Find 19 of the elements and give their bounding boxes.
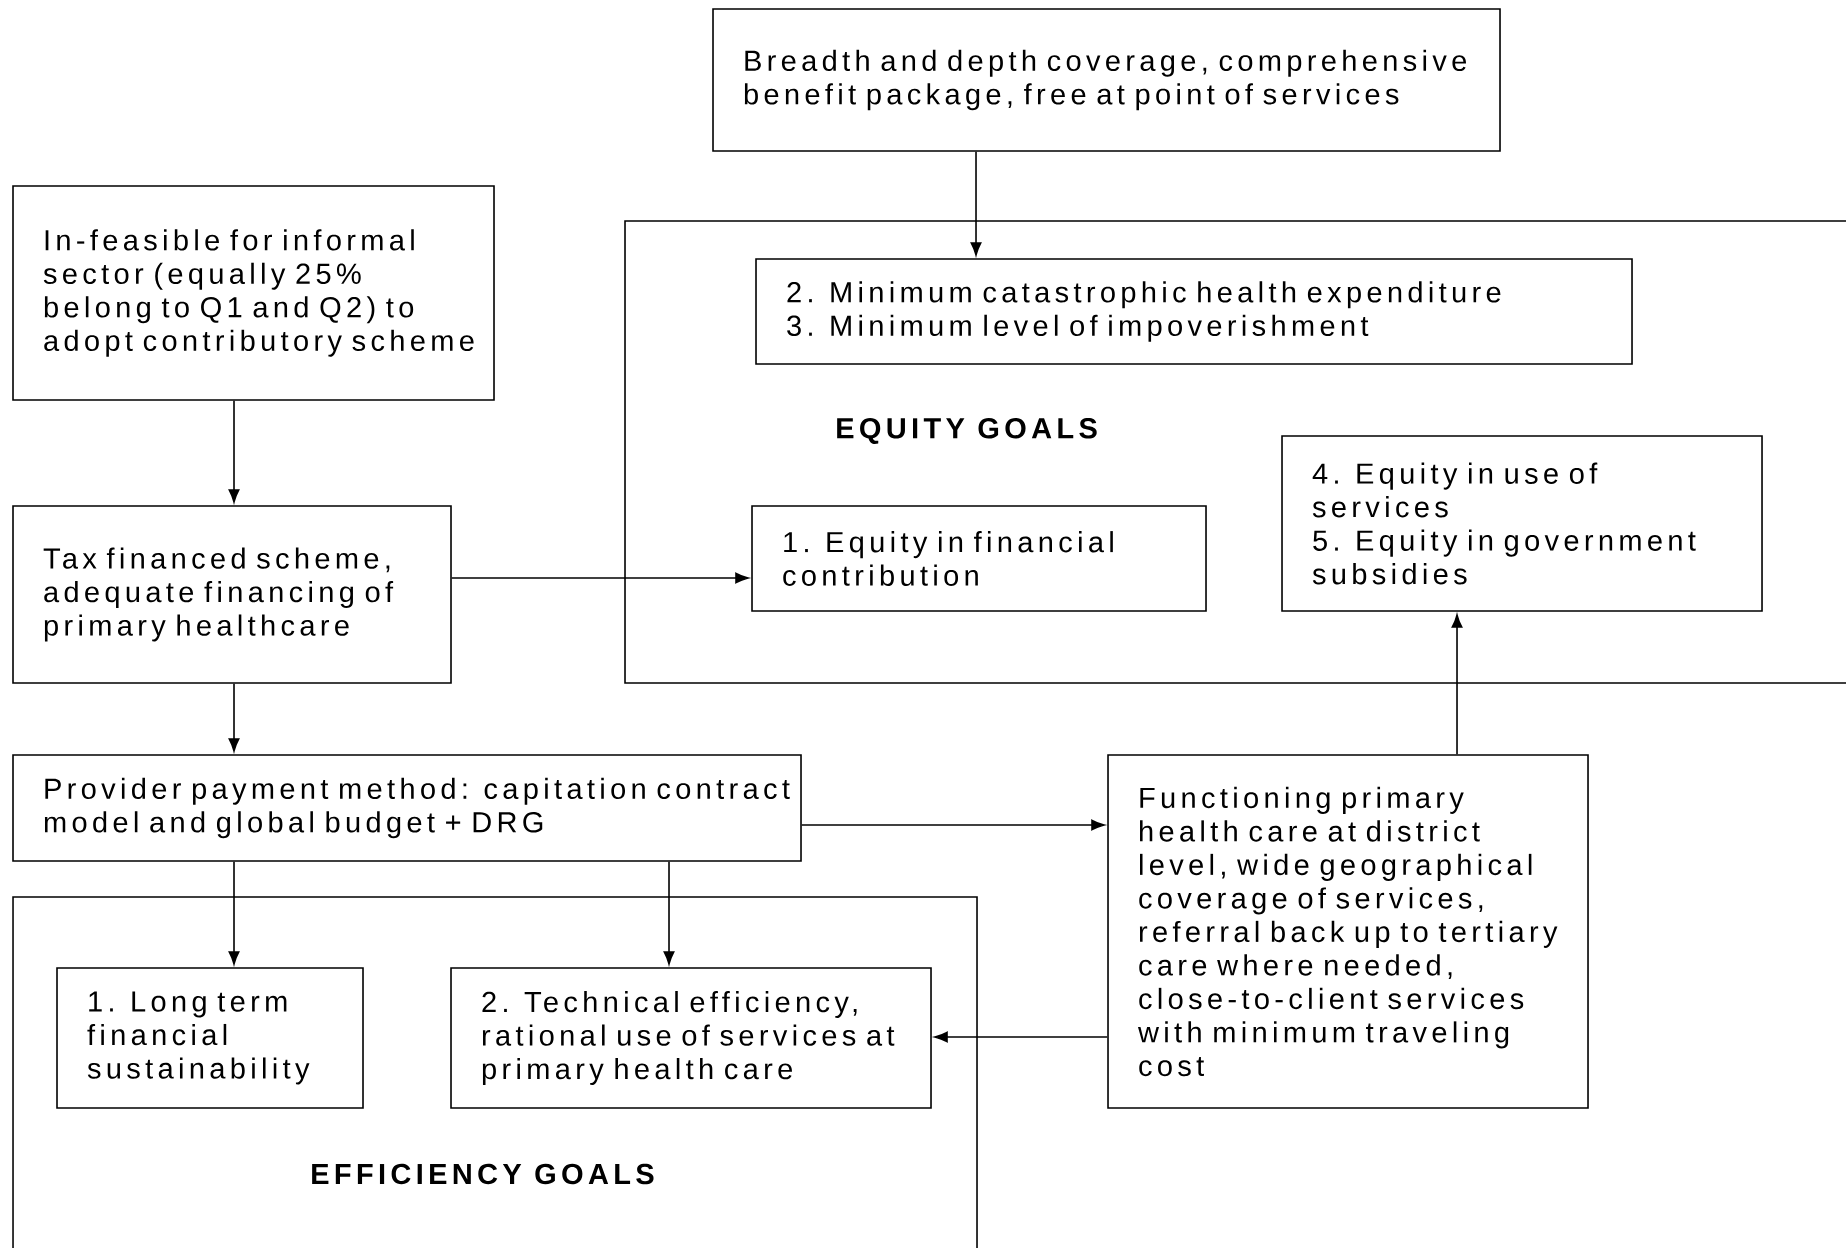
text-box: 1. Long term financial sustainability [56, 967, 364, 1109]
text-box: Functioning primary health care at district level, wide geographical coverage of services, referral back up to tertiary care where needed, close-to-client services with minimum traveling cost [1107, 754, 1589, 1109]
text-box: In-feasible for informal sector (equally 25% belong to Q1 and Q2) to adopt contributory scheme [12, 185, 495, 401]
arrow [228, 400, 240, 503]
arrow [228, 861, 240, 965]
text-box: 2. Minimum catastrophic health expenditure 3. Minimum level of impoverishment [755, 258, 1633, 365]
arrow [451, 572, 749, 584]
text-box: 4. Equity in use of services 5. Equity in government subsidies [1281, 435, 1763, 612]
arrow [663, 861, 675, 965]
text-box: Breadth and depth coverage, comprehensive benefit package, free at point of services [712, 8, 1501, 152]
arrow [1451, 614, 1463, 755]
arrow [228, 683, 240, 752]
text-box: 2. Technical efficiency, rational use of services at primary health care [450, 967, 932, 1109]
text-box: 1. Equity in financial contribution [751, 505, 1207, 612]
text-box: Provider payment method: capitation contract model and global budget + DRG [12, 754, 802, 862]
text-box: Tax financed scheme, adequate financing of primary healthcare [12, 505, 452, 684]
arrow [970, 151, 982, 256]
arrow [801, 819, 1105, 831]
arrow [934, 1031, 1108, 1043]
